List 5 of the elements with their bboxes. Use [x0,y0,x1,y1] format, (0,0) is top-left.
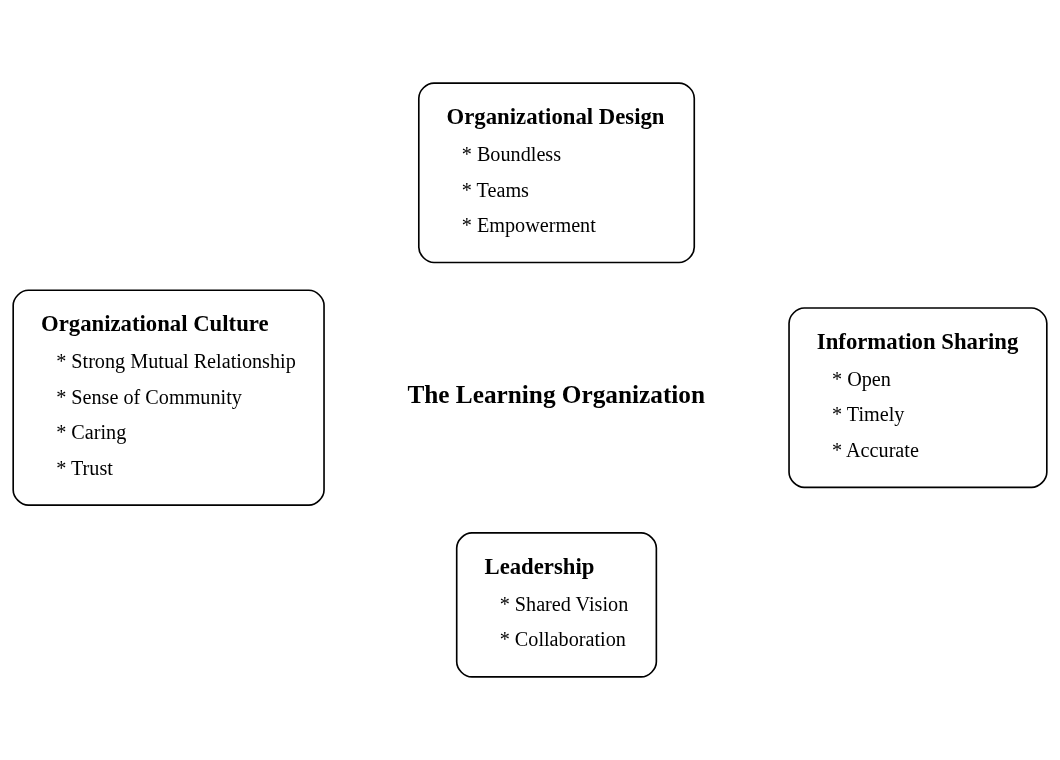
label: The Learning Organization [407,379,706,408]
node-box: Organizational Design * Boundless * Teams * Empowerment [418,82,696,264]
node-box: Leadership * Shared Vision * Collaboration [455,532,658,678]
node-box: Organizational Culture * Strong Mutual Relationship * Sense of Community * Caring * Trust [12,289,325,506]
node-box: Information Sharing * Open * Timely * Accurate [788,307,1048,489]
